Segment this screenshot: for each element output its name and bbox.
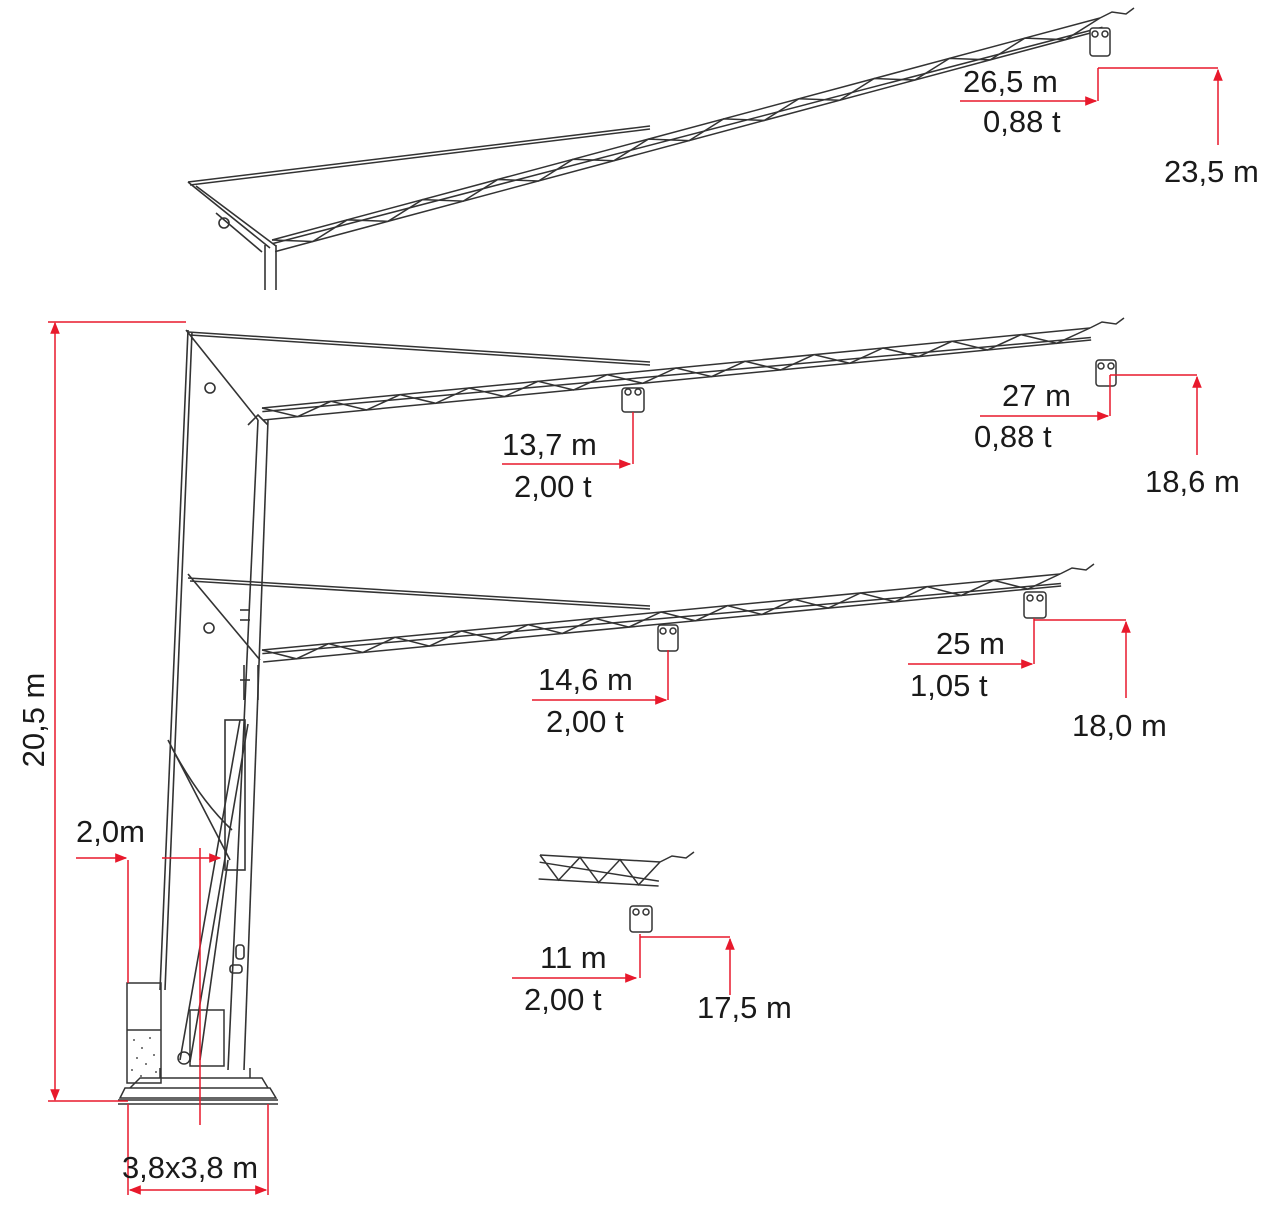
dimension-lines: [48, 67, 1223, 1195]
lower-hook-height: 18,0 m: [1072, 708, 1167, 743]
short-tip-load: 2,00 t: [524, 982, 602, 1017]
upper-horizontal-jib: [187, 317, 1125, 421]
lower-mid-load: 2,00 t: [546, 704, 624, 739]
top-mast-stub: [187, 181, 277, 290]
upper-tip-radius: 27 m: [1002, 378, 1071, 413]
short-jib: [538, 851, 695, 887]
short-hook-height: 17,5 m: [697, 990, 792, 1025]
luffed-tip-load: 0,88 t: [983, 104, 1061, 139]
lower-tip-radius: 25 m: [936, 626, 1005, 661]
crane-base: [118, 982, 278, 1105]
base-size-label: 3,8x3,8 m: [122, 1150, 258, 1185]
luffed-jib: [187, 7, 1135, 253]
short-tip-radius: 11 m: [540, 940, 607, 975]
lower-horizontal-jib: [187, 563, 1095, 663]
ballast-offset-label: 2,0m: [76, 814, 145, 849]
upper-hook-height: 18,6 m: [1145, 464, 1240, 499]
trolley-hooks: [621, 27, 1117, 933]
ballast-texture: [131, 1037, 157, 1077]
lower-tip-load: 1,05 t: [910, 668, 988, 703]
luffed-tip-radius: 26,5 m: [963, 64, 1058, 99]
lower-mid-radius: 14,6 m: [538, 662, 633, 697]
tower-height-label: 20,5 m: [16, 673, 51, 768]
luffed-hook-height: 23,5 m: [1164, 154, 1259, 189]
upper-mid-radius: 13,7 m: [502, 427, 597, 462]
upper-mid-load: 2,00 t: [514, 469, 592, 504]
tower-mast: [159, 329, 269, 1071]
upper-tip-load: 0,88 t: [974, 419, 1052, 454]
